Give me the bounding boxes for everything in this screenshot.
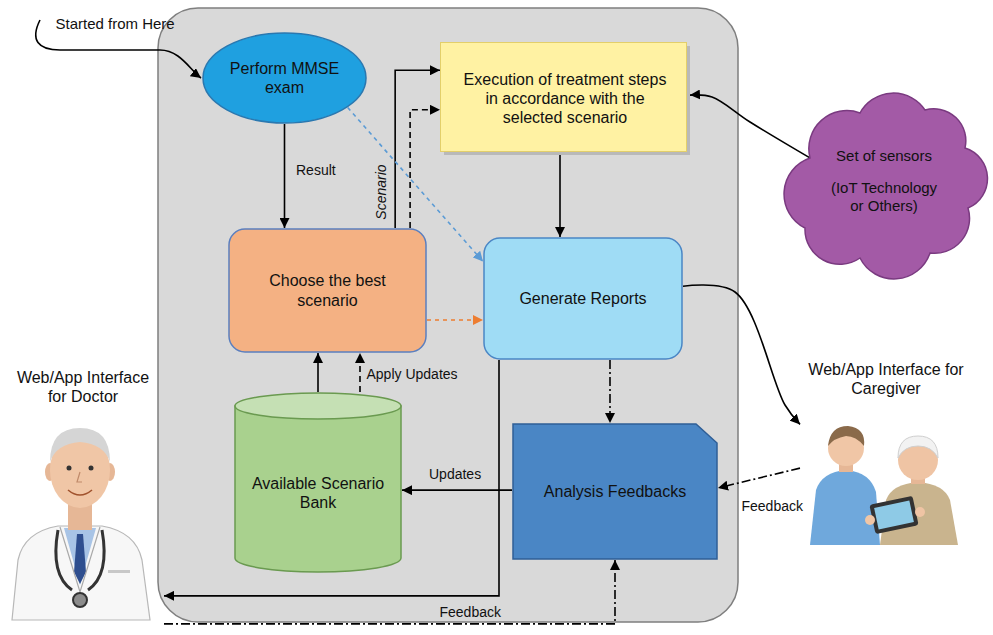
node-text: Analysis Feedbacks: [544, 482, 686, 501]
edge-label: Feedback: [438, 604, 503, 620]
connector: [359, 353, 361, 392]
process-box: Analysis Feedbacks: [512, 423, 718, 560]
sensor-cloud: Set of sensors (IoT Technology or Others): [780, 88, 988, 273]
node-text: (IoT Technology or Others): [824, 179, 944, 215]
connector: [427, 319, 483, 321]
connector: [164, 360, 499, 596]
connector: [690, 95, 810, 158]
node-text: Web/App Interface for Doctor: [6, 368, 160, 406]
process-box: Generate Reports: [483, 237, 683, 360]
connector: [402, 489, 512, 491]
start-label: Started from Here: [56, 15, 175, 33]
connector: [559, 155, 561, 237]
process-box: Choose the best scenario: [228, 228, 427, 353]
edge-label: Scenario: [372, 162, 388, 221]
process-box-outline: [228, 228, 427, 353]
database-cylinder: Available Scenario Bank: [234, 392, 402, 572]
connector: [609, 360, 611, 423]
node-text: Execution of treatment steps in accordan…: [456, 70, 674, 128]
connector: [683, 285, 800, 424]
node-text: Web/App Interface for Caregiver: [804, 360, 968, 398]
system-panel: [158, 8, 738, 622]
caregiver-illustration: [810, 426, 958, 545]
connector: [164, 560, 615, 624]
doctor-interface: Web/App Interface for Doctor: [2, 364, 164, 626]
edge-label: Result: [294, 162, 338, 178]
node-text: Set of sensors: [836, 147, 932, 165]
caregiver-interface: Web/App Interface for Caregiver: [800, 356, 972, 546]
edge-label: Feedback: [740, 498, 805, 514]
node-text: Available Scenario Bank: [244, 474, 392, 512]
node-text: Perform MMSE exam: [228, 59, 341, 97]
process-box: Execution of treatment steps in accordan…: [440, 42, 690, 155]
node-text: Generate Reports: [519, 289, 646, 308]
start-ellipse-outline: [202, 32, 367, 124]
connector: [317, 353, 319, 392]
node-text: Choose the best scenario: [246, 271, 409, 309]
connector: [284, 124, 286, 228]
connector: [718, 468, 800, 488]
edge-label: Updates: [427, 466, 483, 482]
start-ellipse: Perform MMSE exam: [202, 32, 367, 124]
edge-label: Apply Updates: [365, 366, 460, 382]
connector: [410, 110, 440, 228]
doctor-illustration: [12, 428, 150, 620]
